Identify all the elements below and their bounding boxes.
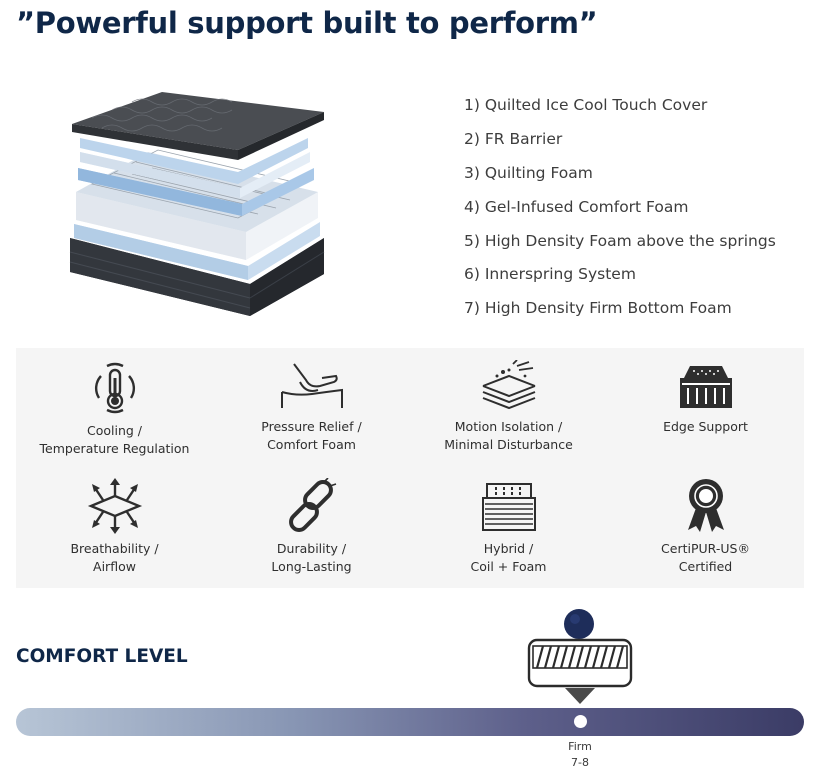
thermometer-cycle-icon — [94, 363, 135, 413]
chain-link-icon — [288, 478, 336, 532]
layer-item: 6) Innerspring System — [464, 265, 636, 284]
comfort-level-range: 7-8 — [571, 756, 589, 769]
hybrid-coil-icon — [481, 483, 536, 531]
feature-pressure-relief: Pressure Relief / Comfort Foam — [213, 360, 410, 454]
feature-label: Motion Isolation / Minimal Disturbance — [444, 419, 573, 452]
feature-label: Hybrid / Coil + Foam — [470, 541, 547, 574]
feature-hybrid: Hybrid / Coil + Foam — [410, 478, 607, 576]
feature-durability: Durability / Long-Lasting — [213, 478, 410, 576]
layer-list: 1) Quilted Ice Cool Touch Cover 2) FR Ba… — [464, 94, 776, 331]
firm-mattress-icon — [527, 609, 633, 704]
airflow-arrows-icon — [87, 478, 142, 534]
layer-item: 2) FR Barrier — [464, 129, 563, 148]
feature-motion-isolation: Motion Isolation / Minimal Disturbance — [410, 360, 607, 454]
feature-edge-support: Edge Support — [607, 360, 804, 436]
comfort-level-name: Firm — [568, 740, 592, 753]
mattress-layers-illustration — [69, 92, 325, 316]
comfort-level-marker — [574, 715, 587, 728]
splash-layers-icon — [482, 360, 535, 410]
hand-press-icon — [280, 363, 343, 408]
feature-breathability: Breathability / Airflow — [16, 478, 213, 576]
feature-label: Edge Support — [663, 419, 748, 434]
feature-cooling: Cooling / Temperature Regulation — [16, 360, 213, 458]
layer-item: 1) Quilted Ice Cool Touch Cover — [464, 96, 708, 114]
page-headline: ”Powerful support built to perform” — [16, 6, 598, 40]
feature-label: CertiPUR-US® Certified — [661, 541, 750, 574]
feature-label: Durability / Long-Lasting — [271, 541, 352, 574]
layer-item: 5) High Density Foam above the springs — [464, 231, 776, 250]
feature-label: Pressure Relief / Comfort Foam — [261, 419, 362, 452]
comfort-level-title: COMFORT LEVEL — [16, 646, 188, 667]
award-ribbon-icon — [687, 479, 724, 532]
layer-item: 7) High Density Firm Bottom Foam — [464, 299, 732, 318]
feature-certipur: CertiPUR-US® Certified — [607, 478, 804, 576]
edge-support-icon — [679, 366, 732, 408]
layer-item: 4) Gel-Infused Comfort Foam — [464, 197, 689, 216]
features-panel: Cooling / Temperature Regulation Pressur… — [16, 348, 804, 588]
feature-label: Cooling / Temperature Regulation — [39, 423, 190, 456]
layer-item: 3) Quilting Foam — [464, 163, 593, 182]
feature-label: Breathability / Airflow — [70, 541, 159, 574]
comfort-scale-bar — [16, 708, 804, 736]
